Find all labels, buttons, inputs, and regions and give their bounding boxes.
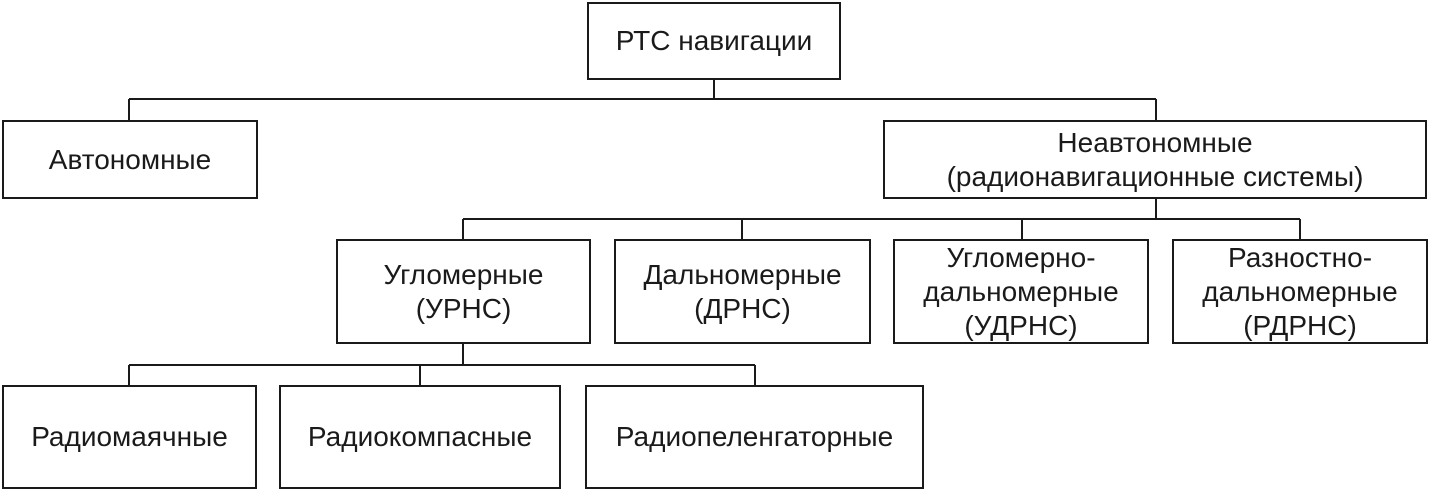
node-root: РТС навигации [587, 2, 841, 80]
node-beacon: Радиомаячные [2, 385, 257, 489]
node-angular-range-line3: (УДРНС) [964, 309, 1078, 341]
node-angular-range: Угломерно- дальномерные (УДРНС) [893, 239, 1149, 344]
node-non-autonomous-line2: (радионавигационные системы) [946, 160, 1364, 192]
node-angular-range-line2: дальномерные [923, 275, 1119, 307]
node-angular: Угломерные (УРНС) [336, 239, 591, 344]
node-non-autonomous-line1: Неавтономные [1057, 126, 1253, 158]
node-non-autonomous: Неавтономные (радионавигационные системы… [883, 120, 1427, 199]
node-difference-range-line1: Разностно- [1227, 241, 1373, 273]
node-difference-range-line3: (РДРНС) [1243, 309, 1357, 341]
node-beacon-label: Радиомаячные [31, 421, 228, 452]
node-difference-range-line2: дальномерные [1202, 275, 1398, 307]
node-range-line1: Дальномерные [643, 258, 842, 290]
node-root-label: РТС навигации [615, 25, 813, 56]
node-angular-line1: Угломерные [383, 258, 544, 290]
node-range: Дальномерные (ДРНС) [614, 239, 871, 344]
node-angular-line2: (УРНС) [415, 292, 512, 324]
node-compass: Радиокомпасные [279, 385, 561, 489]
node-autonomous-label: Автономные [48, 143, 212, 175]
node-compass-label: Радиокомпасные [307, 421, 533, 452]
node-autonomous: Автономные [2, 120, 258, 199]
node-direction-finder: Радиопеленгаторные [585, 385, 924, 489]
node-range-line2: (ДРНС) [694, 292, 791, 324]
node-angular-range-line1: Угломерно- [946, 241, 1096, 273]
node-difference-range: Разностно- дальномерные (РДРНС) [1172, 239, 1428, 344]
node-direction-finder-label: Радиопеленгаторные [615, 421, 894, 452]
